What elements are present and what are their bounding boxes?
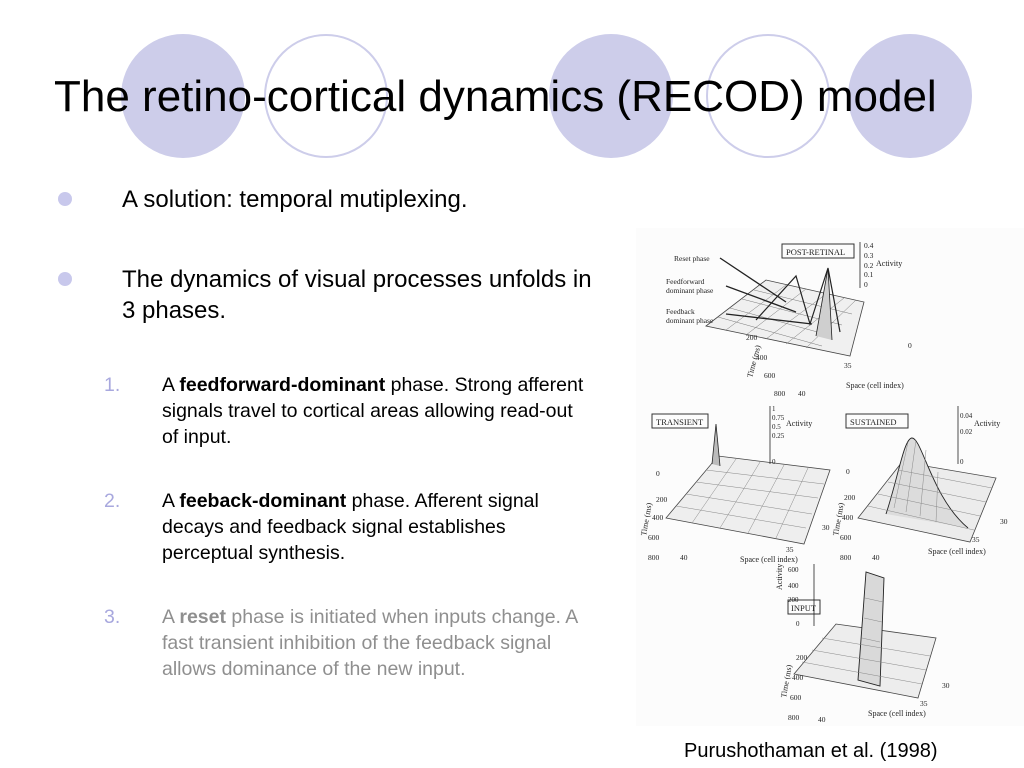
tick-label: 35	[920, 699, 928, 708]
tick-label: 0.3	[864, 251, 874, 260]
tick-label: 400	[792, 673, 804, 682]
annotation-label: dominant phase	[666, 316, 714, 325]
tick-label: 1	[772, 405, 776, 413]
tick-label: 40	[872, 553, 880, 562]
tick-label: 800	[840, 553, 852, 562]
tick-label: 600	[840, 533, 852, 542]
tick-label: 0.4	[864, 241, 874, 250]
tick-label: 600	[790, 693, 802, 702]
axis-label: Activity	[775, 564, 784, 590]
tick-label: 600	[648, 533, 660, 542]
phase-number: 3.	[104, 606, 121, 628]
tick-label: 200	[844, 493, 856, 502]
post-retinal-panel: POST-RETINAL 0.4 0.3 0.2 0.1 0	[705, 241, 912, 398]
axis-label: Activity	[786, 419, 812, 428]
decor-circle-2	[264, 34, 388, 158]
tick-label: 30	[1000, 517, 1008, 526]
axis-label: Space (cell index)	[846, 381, 904, 390]
phase-number: 1.	[104, 374, 121, 396]
phase-prefix: A	[162, 606, 180, 628]
decor-circle-4	[706, 34, 830, 158]
phase-description: phase. Strong afferent signals travel to…	[162, 374, 584, 448]
phase-number: 2.	[104, 490, 121, 512]
tick-label: 0.5	[772, 423, 781, 431]
annotation-label: Feedforward	[666, 277, 705, 286]
tick-label: 0	[908, 341, 912, 350]
decor-circle-3	[549, 34, 673, 158]
tick-label: 800	[774, 389, 786, 398]
phase-keyword: feedforward-dominant	[179, 374, 386, 396]
tick-label: 0.02	[960, 428, 973, 436]
tick-label: 0.1	[864, 270, 874, 279]
panel-label: POST-RETINAL	[786, 247, 845, 257]
input-panel: INPUT 600 400 200 0 Activity 200 400 600…	[775, 564, 950, 724]
tick-label: 600	[788, 566, 799, 574]
tick-label: 0	[960, 458, 964, 466]
tick-label: 400	[842, 513, 854, 522]
tick-label: 800	[788, 713, 800, 722]
tick-label: 600	[764, 371, 776, 380]
tick-label: 35	[972, 535, 980, 544]
annotation-label: Feedback	[666, 307, 695, 316]
tick-label: 0	[796, 620, 800, 628]
tick-label: 0	[864, 280, 868, 289]
phase-text: A feedforward-dominant phase. Strong aff…	[162, 372, 594, 450]
bullet-dot-icon	[58, 272, 72, 286]
tick-label: 800	[648, 553, 660, 562]
axis-label: Activity	[876, 259, 902, 268]
tick-label: 400	[652, 513, 664, 522]
axis-label: Space (cell index)	[868, 709, 926, 718]
phase-text: A feeback-dominant phase. Afferent signa…	[162, 488, 594, 566]
bullet-text: The dynamics of visual processes unfolds…	[122, 266, 592, 324]
decor-circle-1	[121, 34, 245, 158]
sustained-panel: SUSTAINED 0.04 0.02 0 Activity 0 200 400…	[831, 406, 1008, 562]
tick-label: 0	[656, 469, 660, 478]
tick-label: 200	[796, 653, 808, 662]
phase-description: phase. Afferent signal decays and feedba…	[162, 490, 539, 564]
annotation-label: dominant phase	[666, 286, 714, 295]
bullet-text: A solution: temporal mutiplexing.	[122, 186, 468, 213]
panel-label: SUSTAINED	[850, 417, 897, 427]
phase-prefix: A	[162, 490, 180, 512]
figure-caption: Purushothaman et al. (1998)	[684, 740, 938, 762]
recod-figure: POST-RETINAL 0.4 0.3 0.2 0.1 0	[636, 228, 1024, 726]
phase-keyword: reset	[179, 606, 226, 628]
tick-label: 0.25	[772, 432, 785, 440]
tick-label: 30	[942, 681, 950, 690]
decor-circle-5	[848, 34, 972, 158]
panel-label: TRANSIENT	[656, 417, 704, 427]
phase-keyword: feeback-dominant	[179, 490, 347, 512]
tick-label: 0.2	[864, 261, 874, 270]
phase-text: A reset phase is initiated when inputs c…	[162, 604, 594, 682]
tick-label: 0.04	[960, 412, 973, 420]
phase-annotations: Reset phase Feedforward dominant phase F…	[666, 254, 813, 325]
transient-panel: TRANSIENT 1 0.75 0.5 0.25 0 Activity 0 2…	[639, 405, 831, 564]
tick-label: 0	[772, 458, 776, 466]
tick-label: 40	[798, 389, 806, 398]
bullet-dot-icon	[58, 192, 72, 206]
tick-label: 0.75	[772, 414, 785, 422]
tick-label: 200	[788, 596, 799, 604]
axis-label: Space (cell index)	[740, 555, 798, 564]
tick-label: 40	[818, 715, 826, 724]
phase-prefix: A	[162, 374, 180, 396]
tick-label: 0	[846, 467, 850, 476]
phase-description: phase is initiated when inputs change. A…	[162, 606, 578, 680]
tick-label: 200	[656, 495, 668, 504]
tick-label: 400	[756, 353, 768, 362]
axis-label: Activity	[974, 419, 1000, 428]
slide-title: The retino-cortical dynamics (RECOD) mod…	[54, 72, 937, 121]
axis-label: Space (cell index)	[928, 547, 986, 556]
tick-label: 30	[822, 523, 830, 532]
tick-label: 200	[746, 333, 758, 342]
tick-label: 400	[788, 582, 799, 590]
tick-label: 40	[680, 553, 688, 562]
panel-label: INPUT	[791, 603, 817, 613]
tick-label: 35	[786, 545, 794, 554]
annotation-label: Reset phase	[674, 254, 710, 263]
tick-label: 35	[844, 361, 852, 370]
